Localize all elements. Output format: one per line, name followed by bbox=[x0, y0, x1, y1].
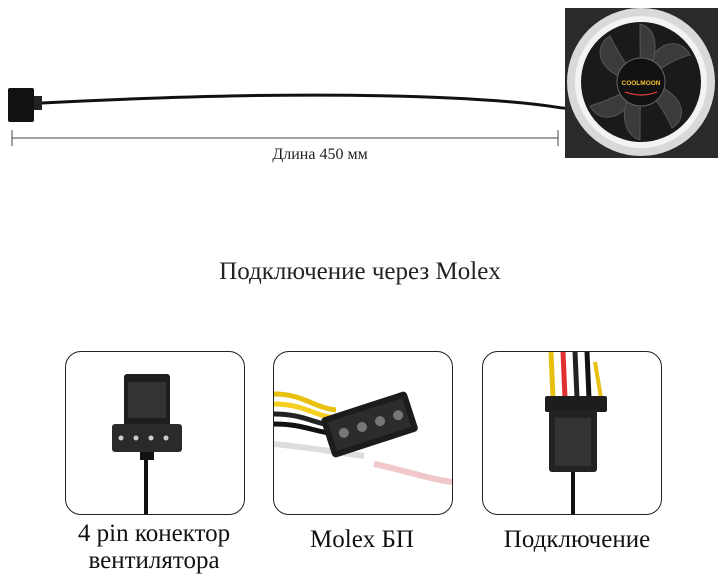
card-connection bbox=[482, 351, 662, 515]
caption-fan-connector: 4 pin конектор вентилятора bbox=[77, 520, 231, 574]
connection-image bbox=[545, 352, 607, 514]
section-title: Подключение через Molex bbox=[219, 258, 501, 285]
molex-psu-image bbox=[274, 391, 452, 485]
fan-connector-image bbox=[112, 374, 182, 514]
fan-cable-illustration: COOLMOON bbox=[8, 8, 718, 158]
fan-brand-label: COOLMOON bbox=[622, 80, 661, 87]
caption-connection: Подключение bbox=[503, 526, 651, 553]
caption-molex-psu: Molex БП bbox=[310, 526, 414, 553]
fan-image: COOLMOON bbox=[565, 8, 718, 158]
cable-length-label: Длина 450 мм bbox=[272, 146, 368, 163]
cable-connector-plug bbox=[8, 88, 34, 122]
fan-cable bbox=[41, 93, 576, 110]
card-fan-connector bbox=[65, 351, 245, 515]
card-molex-psu bbox=[273, 351, 453, 515]
